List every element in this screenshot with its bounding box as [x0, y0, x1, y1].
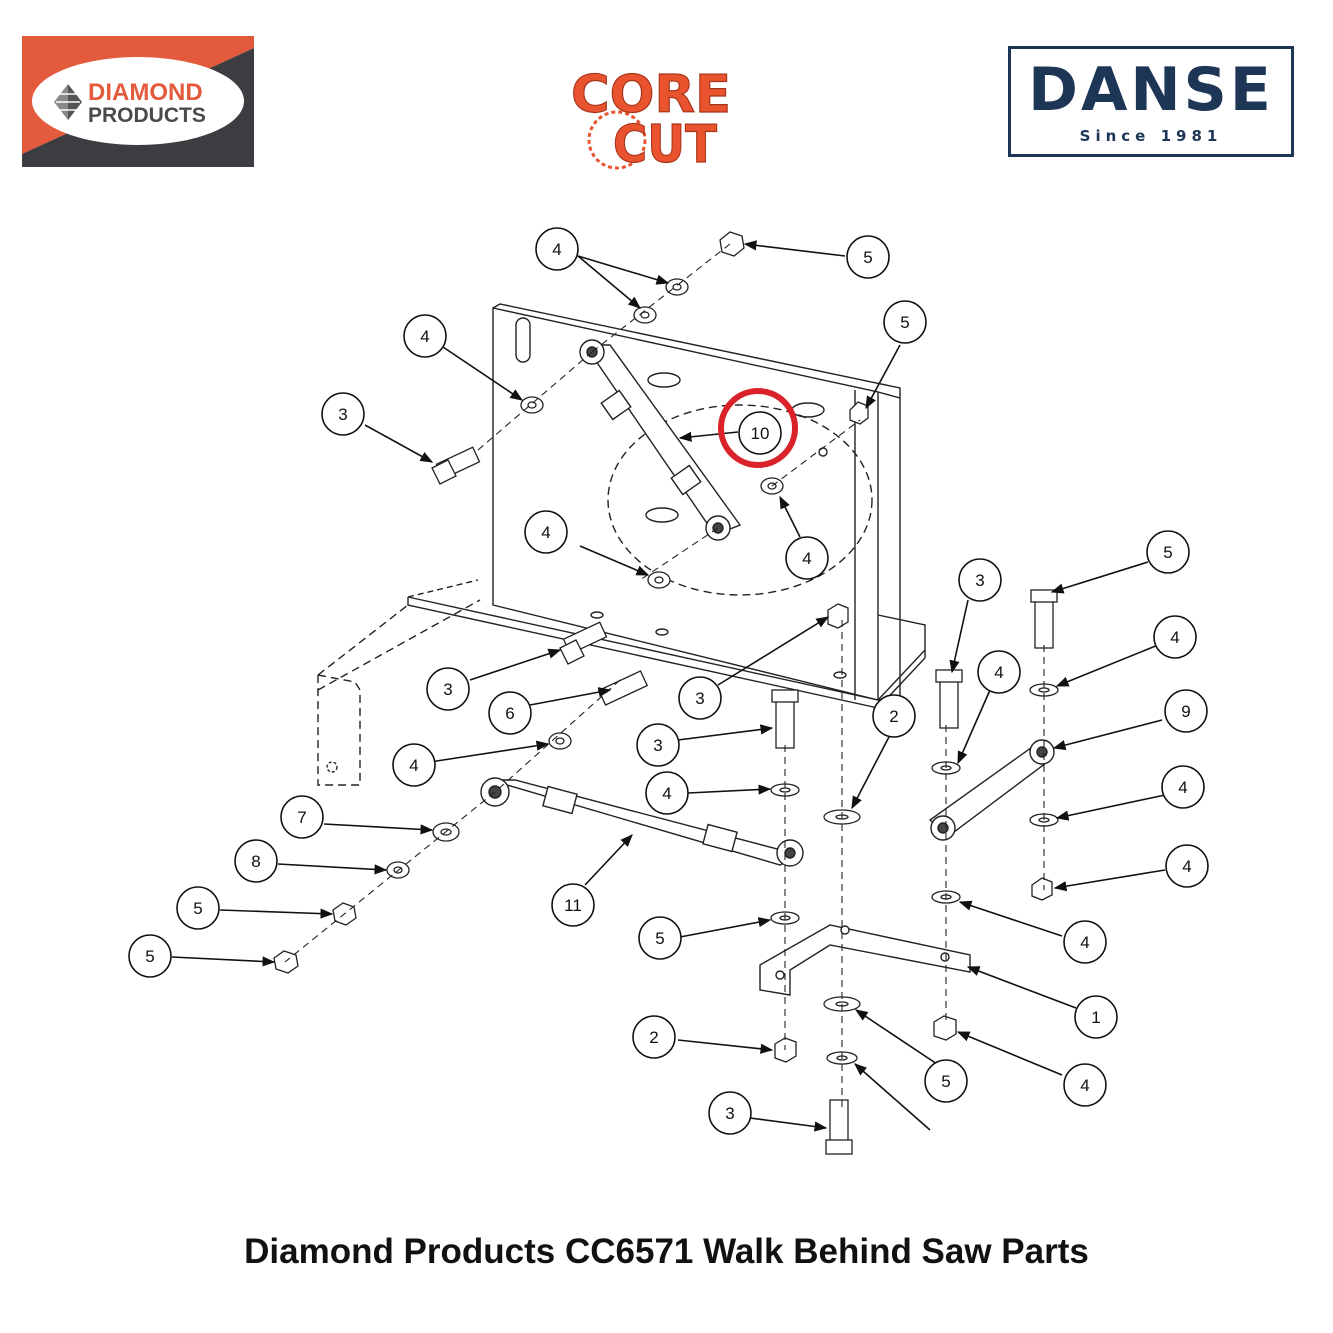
- callout-bubble: 4: [1161, 765, 1205, 809]
- callout-label: 9: [1181, 702, 1190, 721]
- saw-frame-drawing: [317, 303, 926, 786]
- callout-label: 4: [552, 240, 561, 259]
- leader-lines: [171, 240, 1166, 1132]
- bolt: [771, 689, 799, 749]
- corecut-logo-line1: CORE: [571, 65, 731, 125]
- callout-label: 10: [751, 424, 770, 443]
- assembly-center-lines: [284, 243, 1045, 1110]
- danse-logo-name: DANSE: [1028, 55, 1274, 125]
- callout-label: 5: [145, 947, 154, 966]
- callout-bubble: 3: [678, 676, 722, 720]
- bolt: [935, 669, 963, 729]
- callout-bubble: 3: [958, 558, 1002, 602]
- callout-label: 4: [1182, 857, 1191, 876]
- callout-label: 5: [1163, 543, 1172, 562]
- callout-bubble: 4: [1165, 844, 1209, 888]
- bolt: [825, 1099, 853, 1155]
- saw-blade-icon: [587, 110, 647, 170]
- callout-bubble: 11: [551, 883, 595, 927]
- callout-label: 7: [297, 808, 306, 827]
- callout-label: 3: [443, 680, 452, 699]
- callout-bubble: 4: [977, 650, 1021, 694]
- callout-bubble: 4: [535, 227, 579, 271]
- linkage-rods: [480, 339, 1055, 996]
- callout-label: 5: [655, 929, 664, 948]
- danse-logo: DANSE Since 1981: [1008, 46, 1294, 157]
- callout-bubble: 3: [636, 723, 680, 767]
- danse-logo-tagline: Since 1981: [1079, 127, 1223, 145]
- callout-label: 11: [564, 896, 582, 915]
- callout-bubble: 7: [280, 795, 324, 839]
- callouts: 4 5 5 4 3 10 4 4 3 5 6 4 3 3 3 4 4 9 4 2 4 7 8 5 11 4 4 5 1 5 2 5 3 4: [128, 227, 1209, 1135]
- callout-bubble: 8: [234, 839, 278, 883]
- callout-label: 3: [725, 1104, 734, 1123]
- callout-bubble: 4: [524, 510, 568, 554]
- callout-label: 4: [1170, 628, 1179, 647]
- core-cut-logo: CORE CUT: [565, 62, 740, 175]
- callout-bubble: 5: [924, 1059, 968, 1103]
- bolt: [1030, 589, 1058, 649]
- callout-label: 4: [994, 663, 1003, 682]
- callout-bubble: 2: [632, 1015, 676, 1059]
- callout-bubble: 5: [883, 300, 927, 344]
- callout-label: 5: [941, 1072, 950, 1091]
- bolt: [597, 670, 649, 706]
- callout-bubble: 10: [738, 411, 782, 455]
- callout-label: 2: [889, 707, 898, 726]
- callout-bubble: 5: [638, 916, 682, 960]
- callout-label: 8: [251, 852, 260, 871]
- callout-label: 4: [1080, 933, 1089, 952]
- callout-label: 4: [662, 784, 671, 803]
- callout-label: 3: [653, 736, 662, 755]
- callout-label: 3: [975, 571, 984, 590]
- highlight-circle: [718, 388, 798, 468]
- callout-label: 4: [1178, 778, 1187, 797]
- callout-label: 5: [863, 248, 872, 267]
- diamond-logo-line1: DIAMOND: [88, 79, 203, 106]
- fasteners: [273, 231, 1059, 1155]
- diamond-logo-line2: PRODUCTS: [88, 104, 206, 127]
- callout-bubble: 4: [392, 743, 436, 787]
- diamond-icon: [54, 84, 82, 120]
- corecut-logo-line2: CUT: [613, 115, 717, 172]
- callout-label: 4: [802, 549, 811, 568]
- callout-label: 5: [900, 313, 909, 332]
- callout-label: 5: [193, 899, 202, 918]
- callout-label: 4: [420, 327, 429, 346]
- diamond-products-logo: DIAMOND PRODUCTS: [22, 36, 254, 167]
- bolt: [559, 621, 608, 665]
- callout-label: 4: [409, 756, 418, 775]
- callout-bubble: 2: [872, 694, 916, 738]
- callout-label: 3: [338, 405, 347, 424]
- callout-label: 6: [505, 704, 514, 723]
- callout-bubble: 3: [321, 392, 365, 436]
- callout-bubble: 5: [846, 235, 890, 279]
- callout-bubble: 4: [1063, 1063, 1107, 1107]
- callout-bubble: 5: [176, 886, 220, 930]
- callout-label: 4: [541, 523, 550, 542]
- callout-bubble: 5: [128, 934, 172, 978]
- callout-bubble: 4: [785, 536, 829, 580]
- callout-bubble: 3: [708, 1091, 752, 1135]
- callout-bubble: 1: [1074, 995, 1118, 1039]
- callout-bubble: 4: [645, 771, 689, 815]
- callout-bubble: 5: [1146, 530, 1190, 574]
- callout-bubble: 4: [403, 314, 447, 358]
- callout-label: 1: [1091, 1008, 1100, 1027]
- exploded-parts-diagram: 4 5 5 4 3 10 4 4 3 5 6 4 3 3 3 4 4 9 4 2 4 7 8 5 11 4 4 5 1 5 2 5 3 4: [128, 227, 1209, 1155]
- callout-bubble: 6: [488, 691, 532, 735]
- callout-bubble: 4: [1063, 920, 1107, 964]
- callout-label: 3: [695, 689, 704, 708]
- callout-bubble: 9: [1164, 689, 1208, 733]
- callout-bubble: 4: [1153, 615, 1197, 659]
- callout-bubble: 3: [426, 667, 470, 711]
- callout-label: 2: [649, 1028, 658, 1047]
- page-caption: Diamond Products CC6571 Walk Behind Saw …: [244, 1232, 1089, 1271]
- callout-label: 4: [1080, 1076, 1089, 1095]
- bolt: [431, 446, 481, 485]
